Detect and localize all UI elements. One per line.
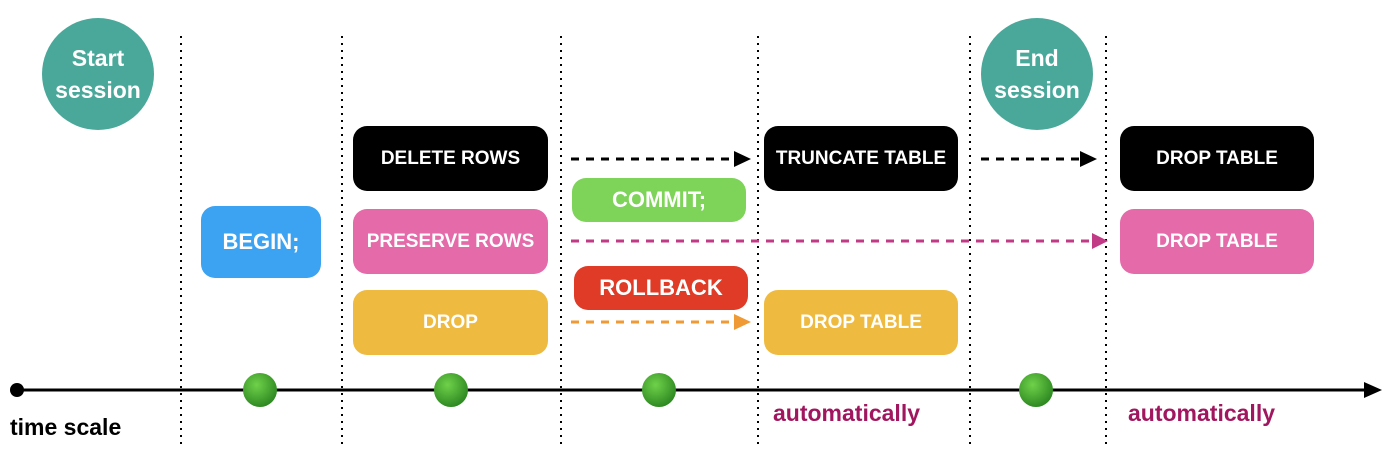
timeline-event-dot — [642, 373, 676, 407]
arrowhead-delete-to-truncate — [734, 151, 751, 167]
time-scale-label: time scale — [10, 414, 122, 440]
delete-rows-box: DELETE ROWS — [353, 126, 548, 191]
end-session-circle: End session — [981, 18, 1093, 130]
automatically-label-2: automatically — [1128, 400, 1275, 426]
commit-box: COMMIT; — [572, 178, 746, 222]
drop-box: DROP — [353, 290, 548, 355]
start-session-circle: Start session — [42, 18, 154, 130]
separators — [180, 36, 1107, 448]
drop-table-pink-box: DROP TABLE — [1120, 209, 1314, 274]
rollback-box: ROLLBACK — [574, 266, 748, 310]
timeline-event-dot — [434, 373, 468, 407]
time-axis-origin-dot — [10, 383, 24, 397]
begin-box: BEGIN; — [201, 206, 321, 278]
timeline-event-dot — [243, 373, 277, 407]
drop-table-after-commit-box: DROP TABLE — [764, 290, 958, 355]
time-axis-arrowhead — [1364, 382, 1382, 398]
truncate-table-box: TRUNCATE TABLE — [764, 126, 958, 191]
drop-table-black-box: DROP TABLE — [1120, 126, 1314, 191]
preserve-rows-box: PRESERVE ROWS — [353, 209, 548, 274]
arrowhead-truncate-to-drop — [1080, 151, 1097, 167]
timeline-event-dot — [1019, 373, 1053, 407]
arrowhead-drop-to-drop-table — [734, 314, 751, 330]
automatically-label-1: automatically — [773, 400, 920, 426]
arrowhead-preserve-to-drop — [1092, 233, 1108, 249]
